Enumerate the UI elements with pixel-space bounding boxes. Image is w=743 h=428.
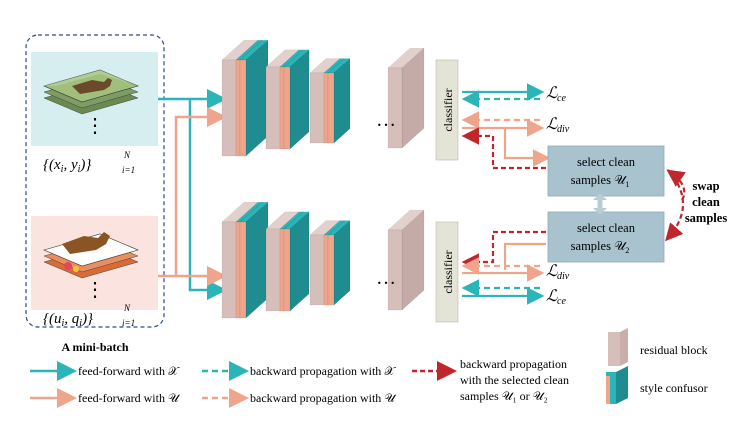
svg-text:feed-forward with 𝒳: feed-forward with 𝒳 (78, 364, 180, 378)
svg-text:samples 𝒰₁ or 𝒰₂: samples 𝒰₁ or 𝒰₂ (460, 389, 548, 403)
top-network (221, 39, 425, 157)
feed-forward-arrows (158, 89, 227, 300)
svg-text:clean: clean (692, 195, 720, 209)
selector-link-arrow (593, 193, 607, 215)
svg-text:{(xi, yi)}: {(xi, yi)} (43, 157, 91, 175)
svg-text:ℒ: ℒ (546, 288, 558, 305)
svg-text:div: div (557, 271, 570, 282)
svg-text:N: N (123, 150, 131, 160)
svg-text:feed-forward with 𝒰: feed-forward with 𝒰 (78, 391, 181, 405)
svg-text:ℒ: ℒ (546, 263, 558, 280)
legend: feed-forward with 𝒳 feed-forward with 𝒰 … (30, 328, 708, 408)
loss-div-top: ℒ div (546, 116, 570, 135)
top-dots: ⋮ (85, 115, 105, 137)
residual-block-last (387, 47, 425, 149)
style-confusor-face (283, 49, 310, 150)
legend-residual: residual block (608, 328, 708, 366)
mini-batch-caption: A mini-batch (61, 340, 128, 354)
svg-text:backward propagation: backward propagation (460, 357, 567, 371)
svg-text:{(ui, qi)}: {(ui, qi)} (43, 311, 93, 329)
labeled-set-label: {(xi, yi)} N i=1 (43, 150, 135, 175)
bottom-network (221, 201, 425, 319)
legend-bp-u: backward propagation with 𝒰 (202, 388, 397, 408)
svg-text:i=1: i=1 (122, 165, 135, 175)
bottom-ellipsis: … (376, 267, 396, 289)
residual-block-last (387, 209, 425, 311)
loss-ce-bottom: ℒ ce (546, 288, 566, 307)
loss-div-bottom: ℒ div (546, 263, 570, 282)
svg-text:backward propagation with 𝒳: backward propagation with 𝒳 (250, 364, 396, 378)
select-clean-bottom: select clean samples 𝒰2 (547, 211, 665, 263)
svg-text:samples 𝒰1: samples 𝒰1 (571, 173, 630, 189)
svg-text:residual block: residual block (640, 343, 708, 357)
bottom-classifier: classifier (435, 221, 459, 323)
top-loss-arrows (461, 83, 551, 170)
loss-ce-top: ℒ ce (546, 85, 566, 104)
svg-text:with the selected clean: with the selected clean (460, 373, 569, 387)
style-confusor-face (239, 39, 269, 157)
legend-bp-selected: backward propagation with the selected c… (412, 357, 569, 403)
svg-text:style confusor: style confusor (640, 381, 708, 395)
top-classifier-label: classifier (441, 88, 455, 131)
svg-text:ce: ce (557, 296, 566, 307)
top-classifier: classifier (435, 59, 459, 161)
svg-text:ce: ce (557, 93, 566, 104)
svg-text:div: div (557, 124, 570, 135)
svg-text:backward propagation with 𝒰: backward propagation with 𝒰 (250, 391, 397, 405)
legend-ff-u: feed-forward with 𝒰 (30, 388, 181, 408)
svg-text:swap: swap (692, 179, 719, 193)
style-confusor-face (327, 58, 351, 144)
svg-text:samples 𝒰2: samples 𝒰2 (571, 239, 630, 255)
swap-arrow (665, 169, 686, 242)
svg-text:ℒ: ℒ (546, 85, 558, 102)
svg-text:ℒ: ℒ (546, 116, 558, 133)
mini-batch-panel (25, 34, 165, 328)
svg-text:select clean: select clean (577, 221, 636, 235)
bottom-dots: ⋮ (85, 279, 105, 301)
bottom-loss-arrows (461, 230, 546, 305)
legend-style-confusor: style confusor (606, 366, 708, 404)
top-ellipsis: … (376, 109, 396, 131)
svg-text:N: N (123, 303, 131, 313)
select-clean-top: select clean samples 𝒰1 (547, 145, 665, 197)
svg-text:select clean: select clean (577, 155, 636, 169)
legend-bp-x: backward propagation with 𝒳 (202, 361, 396, 381)
svg-text:samples: samples (685, 211, 728, 225)
style-confusor-face (327, 220, 351, 306)
labeled-images-stack (43, 69, 139, 115)
swap-label: swap clean samples (685, 179, 728, 225)
bottom-classifier-label: classifier (441, 250, 455, 293)
legend-ff-x: feed-forward with 𝒳 (30, 361, 180, 381)
style-confusor-face (283, 211, 310, 312)
style-confusor-face (239, 201, 269, 319)
unlabeled-images-stack (43, 232, 139, 279)
svg-text:i=1: i=1 (122, 318, 135, 328)
